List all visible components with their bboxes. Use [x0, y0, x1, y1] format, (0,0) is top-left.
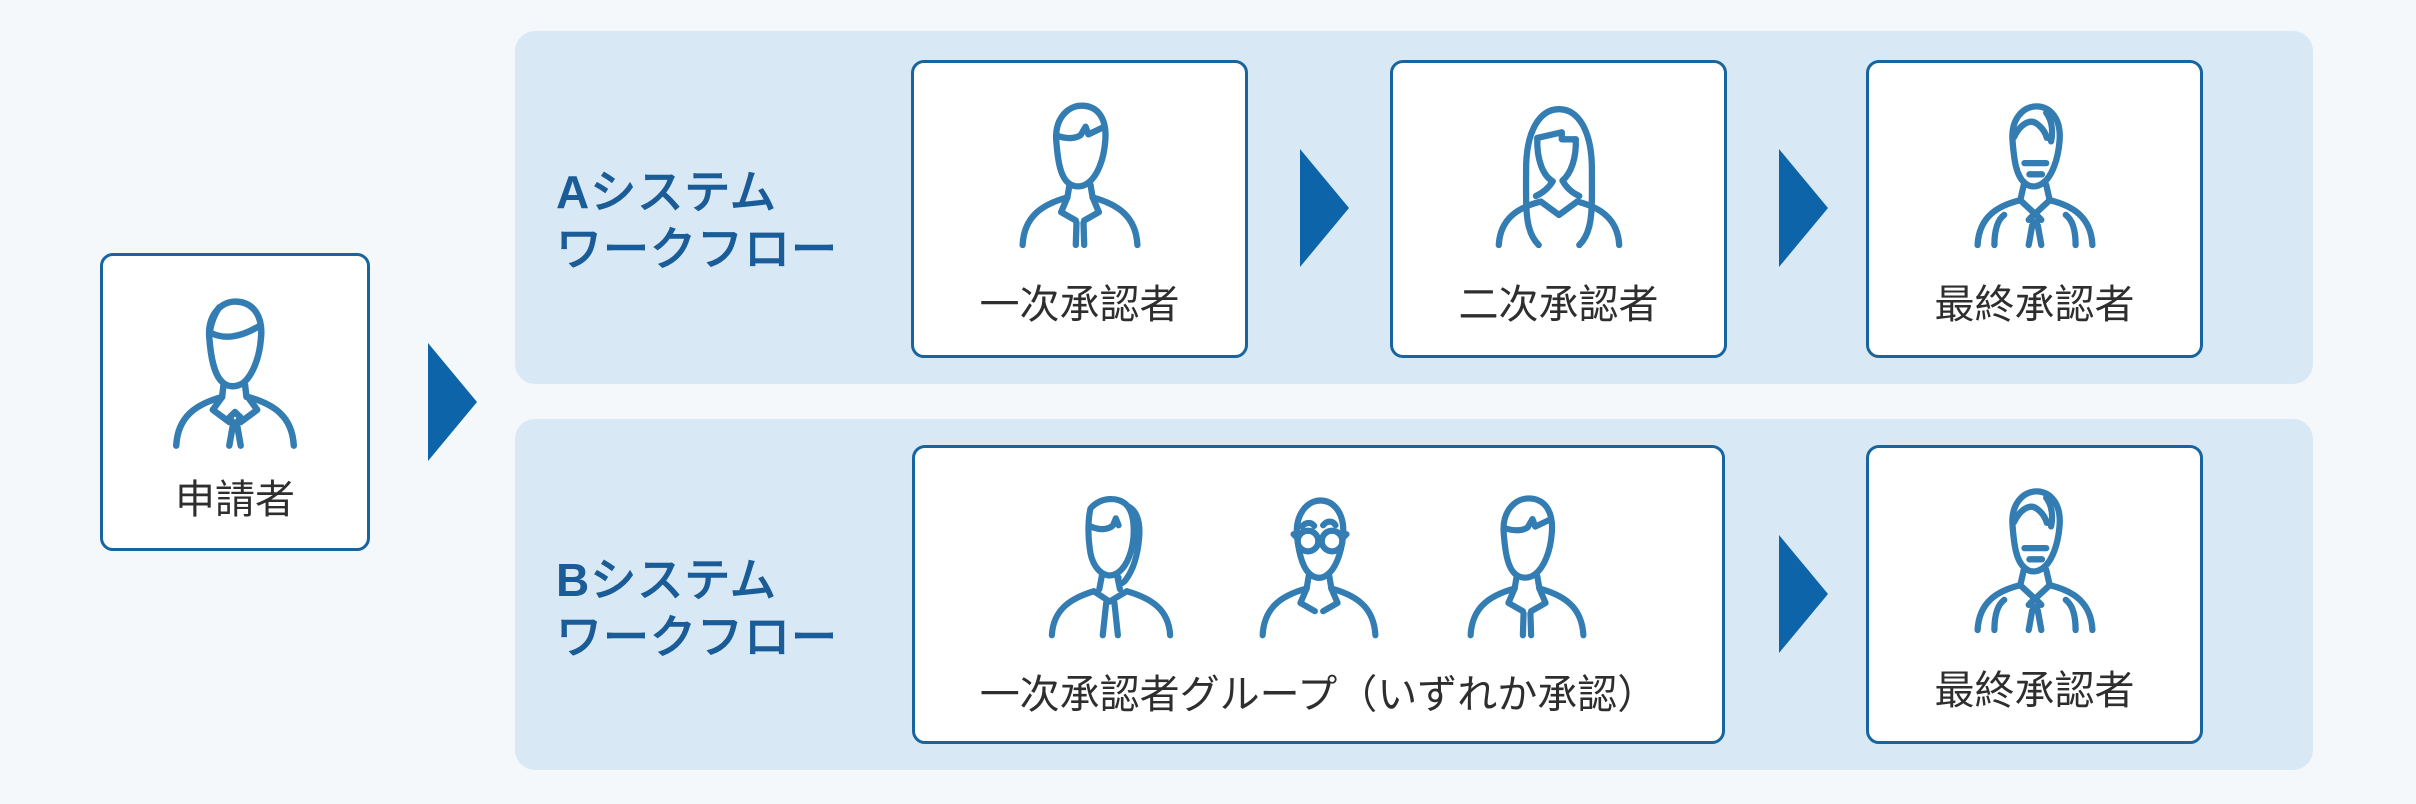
flow-a-arrow2-icon	[1779, 149, 1828, 267]
ponytail-woman-icon	[1048, 496, 1173, 639]
flow-a-title-line2: ワークフロー	[556, 223, 838, 275]
businessman-icon	[173, 298, 297, 449]
flow-a-title-line1: Aシステム	[556, 166, 777, 218]
flow-b-title-line2: ワークフロー	[556, 611, 838, 663]
flow-a-step3-card: 最終承認者	[1866, 60, 2203, 358]
flow-b-group-card: 一次承認者グループ（いずれか承認）	[912, 445, 1725, 744]
flow-a-step3-label: 最終承認者	[1934, 283, 2135, 327]
flow-a-step1-label: 一次承認者	[979, 283, 1180, 327]
flow-b-title: Bシステム ワークフロー	[556, 552, 838, 666]
flow-a-arrow1-icon	[1300, 149, 1349, 267]
flow-b-arrow-icon	[1779, 535, 1828, 653]
glasses-man-icon	[1259, 497, 1378, 639]
flow-b-title-line1: Bシステム	[556, 554, 777, 606]
applicant-card: 申請者	[100, 253, 370, 551]
male-approver-icon	[1467, 495, 1586, 639]
flow-a-title: Aシステム ワークフロー	[556, 164, 838, 278]
senior-male-approver-icon	[1973, 488, 2096, 634]
flow-a-step2-label: 二次承認者	[1458, 283, 1659, 327]
flow-a-step1-card: 一次承認者	[911, 60, 1248, 358]
flow-b-group-label: 一次承認者グループ（いずれか承認）	[979, 673, 1658, 717]
female-approver-icon	[1495, 106, 1622, 249]
male-approver-icon	[1018, 102, 1141, 249]
flow-b-group-icons	[1026, 484, 1612, 649]
flow-b-final-label: 最終承認者	[1934, 669, 2135, 713]
senior-male-approver-icon	[1973, 103, 2096, 249]
flow-b-final-card: 最終承認者	[1866, 445, 2203, 744]
flow-a-step2-card: 二次承認者	[1390, 60, 1727, 358]
main-flow-arrow-icon	[428, 343, 477, 461]
applicant-label: 申請者	[175, 478, 295, 522]
